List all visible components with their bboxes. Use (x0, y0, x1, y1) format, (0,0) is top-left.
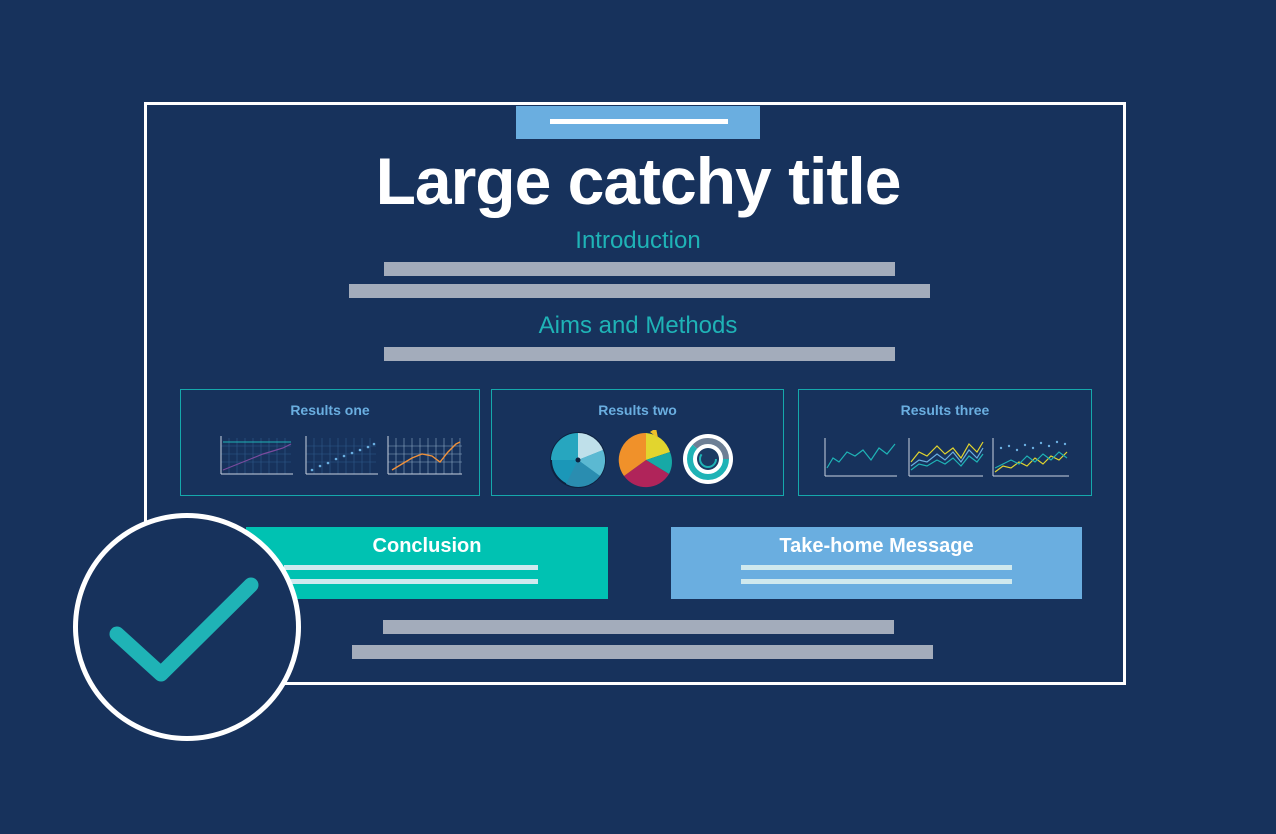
conclusion-text-line-1 (284, 565, 538, 570)
checkmark-icon (109, 577, 259, 682)
pie-chart-icon (618, 430, 672, 488)
take-home-text-line-1 (741, 565, 1012, 570)
poster-frame (144, 102, 1126, 685)
results-two-title: Results two (598, 402, 677, 418)
results-two-panel: Results two (491, 389, 784, 496)
line-chart-icon (220, 436, 293, 475)
aims-text-line (384, 347, 895, 361)
footer-text-line-2 (352, 645, 933, 659)
checkmark-badge (73, 513, 301, 741)
conclusion-box: Conclusion (246, 527, 608, 599)
line-chart-icon (824, 438, 897, 477)
donut-chart-icon (683, 434, 733, 484)
conclusion-text-line-2 (284, 579, 538, 584)
results-one-panel: Results one (180, 389, 480, 496)
take-home-text-line-2 (741, 579, 1012, 584)
line-chart-icon (992, 438, 1069, 477)
pie-chart-icon (550, 432, 606, 488)
header-tab-line (550, 119, 728, 124)
take-home-box: Take-home Message (671, 527, 1082, 599)
take-home-title: Take-home Message (779, 535, 974, 557)
intro-text-line-1 (384, 262, 895, 276)
conclusion-title: Conclusion (372, 535, 482, 557)
poster-title: Large catchy title (375, 144, 902, 218)
results-three-title: Results three (900, 402, 990, 418)
intro-text-line-2 (349, 284, 930, 298)
introduction-heading: Introduction (575, 227, 701, 254)
results-three-panel: Results three (798, 389, 1092, 496)
aims-methods-heading: Aims and Methods (538, 312, 738, 339)
line-chart-icon (908, 438, 984, 477)
results-one-title: Results one (290, 402, 370, 418)
scatter-chart-icon (305, 436, 378, 475)
footer-text-line-1 (383, 620, 894, 634)
line-chart-icon (387, 436, 462, 475)
